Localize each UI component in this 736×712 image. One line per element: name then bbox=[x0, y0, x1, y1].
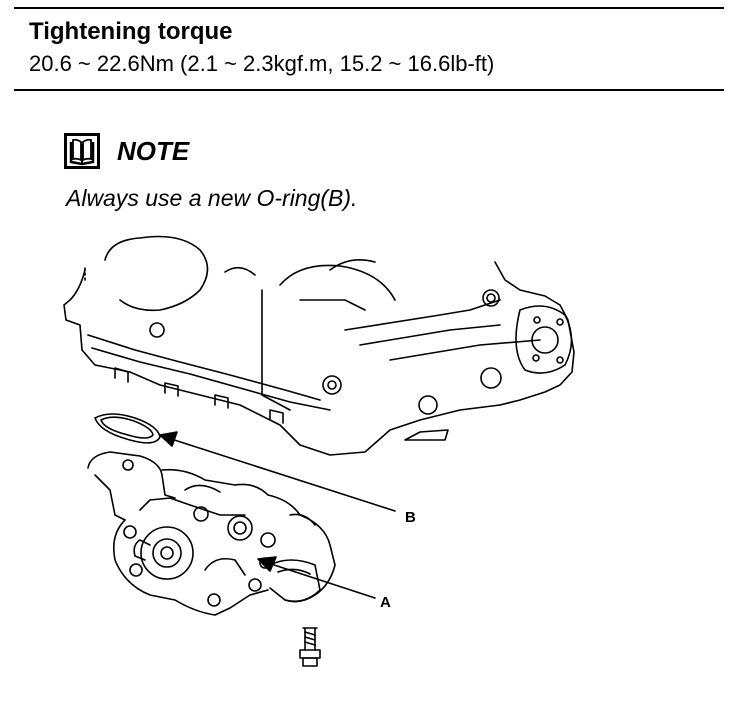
table-top-rule bbox=[14, 7, 724, 9]
torque-title: Tightening torque bbox=[29, 18, 233, 45]
torque-value: 20.6 ~ 22.6Nm (2.1 ~ 2.3kgf.m, 15.2 ~ 16… bbox=[29, 51, 495, 76]
book-icon bbox=[64, 133, 100, 169]
callout-b-arrow bbox=[164, 436, 396, 512]
note-title: NOTE bbox=[117, 136, 190, 166]
callout-b-label: B bbox=[405, 509, 416, 526]
table-bottom-rule bbox=[14, 89, 724, 91]
callout-a-label: A bbox=[380, 594, 391, 611]
note-text: Always use a new O-ring(B). bbox=[66, 185, 358, 211]
o-ring bbox=[94, 413, 161, 444]
engine-block bbox=[63, 235, 575, 456]
callout-a-arrowhead bbox=[257, 556, 277, 572]
callout-b-arrowhead bbox=[159, 431, 178, 447]
oil-pump bbox=[87, 451, 336, 616]
callout-a-arrow bbox=[264, 561, 376, 599]
bolt bbox=[299, 627, 321, 667]
